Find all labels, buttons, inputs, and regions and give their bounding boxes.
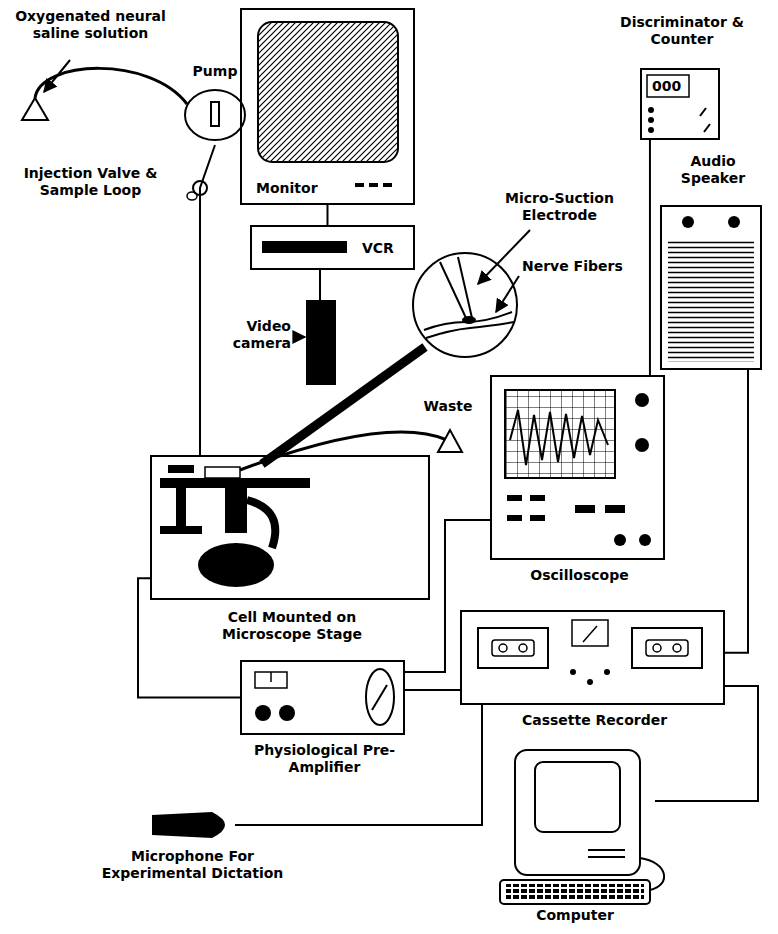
equipment-label: Monitor xyxy=(256,180,318,197)
equipment-label: Computer xyxy=(495,907,655,924)
camera-cable xyxy=(319,270,321,300)
microscope-stage: Cell Mounted on Microscope Stage xyxy=(150,455,430,600)
pump-art xyxy=(185,90,245,140)
vcr: VCR xyxy=(250,225,415,270)
equipment-label: Discriminator & Counter xyxy=(607,14,757,48)
computer: Computer xyxy=(495,745,655,905)
microphone: Microphone For Experimental Dictation xyxy=(150,810,235,840)
equipment-label: Oscilloscope xyxy=(492,567,667,584)
electrode-holder xyxy=(262,347,425,464)
equipment-label: Cassette Recorder xyxy=(462,712,727,729)
speaker-art xyxy=(668,216,754,362)
cassette-recorder: Cassette Recorder xyxy=(460,610,725,705)
leader-line xyxy=(44,60,70,92)
part-label: Waste xyxy=(418,398,478,415)
equipment-label: Cell Mounted on Microscope Stage xyxy=(192,609,392,643)
discriminator-counter: Discriminator & Counter000 xyxy=(640,68,720,140)
leader-line xyxy=(294,336,305,338)
cable xyxy=(327,205,329,225)
counter-art xyxy=(647,75,710,133)
vcr-slot xyxy=(262,241,347,253)
sample-loop xyxy=(187,192,197,200)
waste-flask xyxy=(438,430,462,452)
pump: Pump xyxy=(180,85,250,145)
video-camera xyxy=(306,300,336,385)
leader-line xyxy=(496,276,519,312)
microscope-art xyxy=(160,465,310,587)
audio-speaker: Audio Speaker xyxy=(660,205,762,370)
cable xyxy=(649,140,651,375)
monitor: Monitor xyxy=(240,8,415,205)
part-label: Nerve Fibers xyxy=(522,258,623,275)
leader-line xyxy=(478,230,530,284)
part-label: Micro-Suction Electrode xyxy=(492,190,627,224)
equipment-label: Audio Speaker xyxy=(668,153,758,187)
monitor-art xyxy=(258,22,398,187)
equipment-label: Pump xyxy=(180,63,250,80)
cable xyxy=(405,520,490,672)
saline-flask xyxy=(22,98,48,120)
equipment-label: Physiological Pre-Amplifier xyxy=(232,742,417,776)
oscilloscope-art xyxy=(505,390,651,546)
preamp-art xyxy=(255,669,394,725)
equipment-label: Microphone For Experimental Dictation xyxy=(95,848,290,882)
cable xyxy=(200,145,215,455)
oscilloscope: Oscilloscope xyxy=(490,375,665,560)
equipment-label: VCR xyxy=(362,240,394,257)
part-label: Video camera xyxy=(215,318,291,352)
counter-display: 000 xyxy=(652,78,681,95)
computer-art xyxy=(500,750,664,904)
cable xyxy=(405,689,460,691)
waste-tube xyxy=(240,432,447,470)
pre-amplifier: Physiological Pre-Amplifier xyxy=(240,660,405,735)
part-label: Oxygenated neural saline solution xyxy=(3,8,178,42)
part-label: Injection Valve & Sample Loop xyxy=(3,165,178,199)
cable xyxy=(725,370,748,653)
microphone-body xyxy=(152,812,225,838)
cassette-art xyxy=(478,620,702,685)
